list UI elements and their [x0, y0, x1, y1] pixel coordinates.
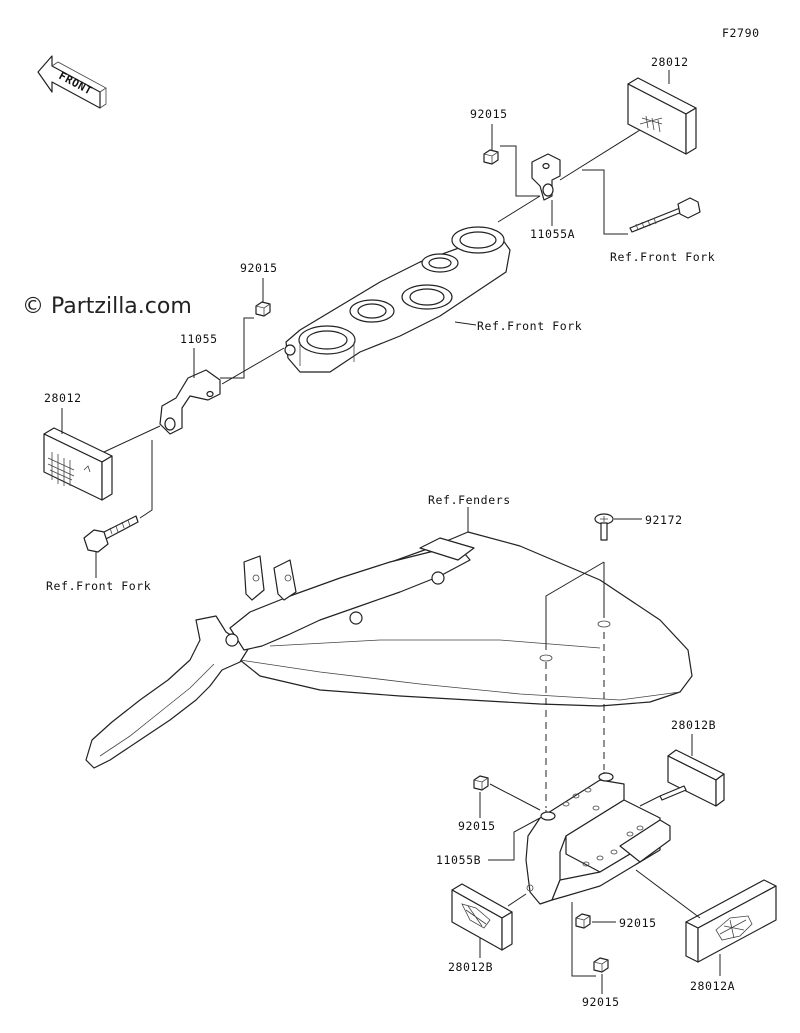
reflector-28012a: [685, 879, 777, 963]
reflector-28012-top: [627, 77, 697, 155]
label-11055a: 11055A: [530, 227, 575, 241]
bolt-front-fork-left: [83, 515, 139, 553]
screw-92172: [594, 513, 614, 541]
label-11055b: 11055B: [436, 853, 481, 867]
label-ref-fork-left: Ref.Front Fork: [46, 579, 151, 593]
label-92015-left: 92015: [240, 261, 278, 275]
reflector-28012b-top: [667, 749, 725, 807]
label-92015-lower-2: 92015: [619, 916, 657, 930]
label-ref-fork-right: Ref.Front Fork: [610, 250, 715, 264]
label-ref-fenders: Ref.Fenders: [428, 493, 511, 507]
front-fender: [85, 531, 693, 769]
nut-92015-lower-1: [473, 775, 489, 791]
figure-id: F2790: [722, 26, 760, 40]
label-28012-top: 28012: [651, 55, 689, 69]
label-28012b-bottom: 28012B: [448, 960, 493, 974]
label-92172: 92172: [645, 513, 683, 527]
label-92015-lower-3: 92015: [582, 995, 620, 1009]
label-92015-lower-1: 92015: [458, 819, 496, 833]
nut-92015-lower-2: [575, 913, 591, 929]
bracket-11055b: [525, 772, 671, 905]
reflector-28012b-bottom: [451, 883, 513, 951]
fork-clamp-triple-tree: [284, 226, 511, 373]
bracket-11055a: [531, 153, 561, 201]
front-arrow-icon: FRONT: [37, 55, 107, 109]
bracket-11055: [159, 369, 221, 435]
bolt-front-fork-right: [629, 197, 701, 233]
nut-92015-top: [483, 149, 499, 165]
label-28012a: 28012A: [690, 979, 735, 993]
label-28012b-top: 28012B: [671, 718, 716, 732]
label-92015-top: 92015: [470, 107, 508, 121]
label-11055: 11055: [180, 332, 218, 346]
nut-92015-left: [255, 301, 271, 317]
label-ref-fork-clamp: Ref.Front Fork: [477, 319, 582, 333]
reflector-28012-left: [43, 427, 113, 501]
watermark: © Partzilla.com: [22, 294, 192, 319]
nut-92015-lower-3: [593, 957, 609, 973]
label-28012-left: 28012: [44, 391, 82, 405]
